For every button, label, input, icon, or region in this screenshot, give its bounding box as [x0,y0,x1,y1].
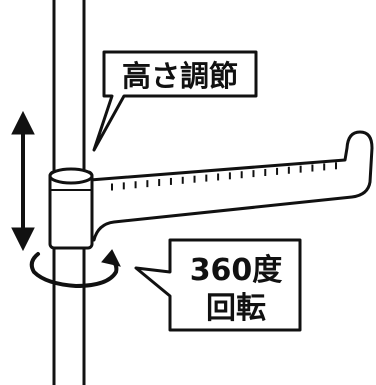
rotation-callout-line1: 360度 [190,253,283,288]
height-callout-label: 高さ調節 [122,59,238,93]
rotation-callout-line2: 回転 [206,291,266,326]
double-vertical-arrow-icon [11,110,35,252]
rotation-callout: 360度 回転 [134,238,302,332]
bracket-arm [88,130,374,242]
height-callout: 高さ調節 [92,50,258,152]
collar [48,167,94,250]
rotation-arrow-icon [29,249,121,289]
arm-tick-marks [111,162,337,191]
